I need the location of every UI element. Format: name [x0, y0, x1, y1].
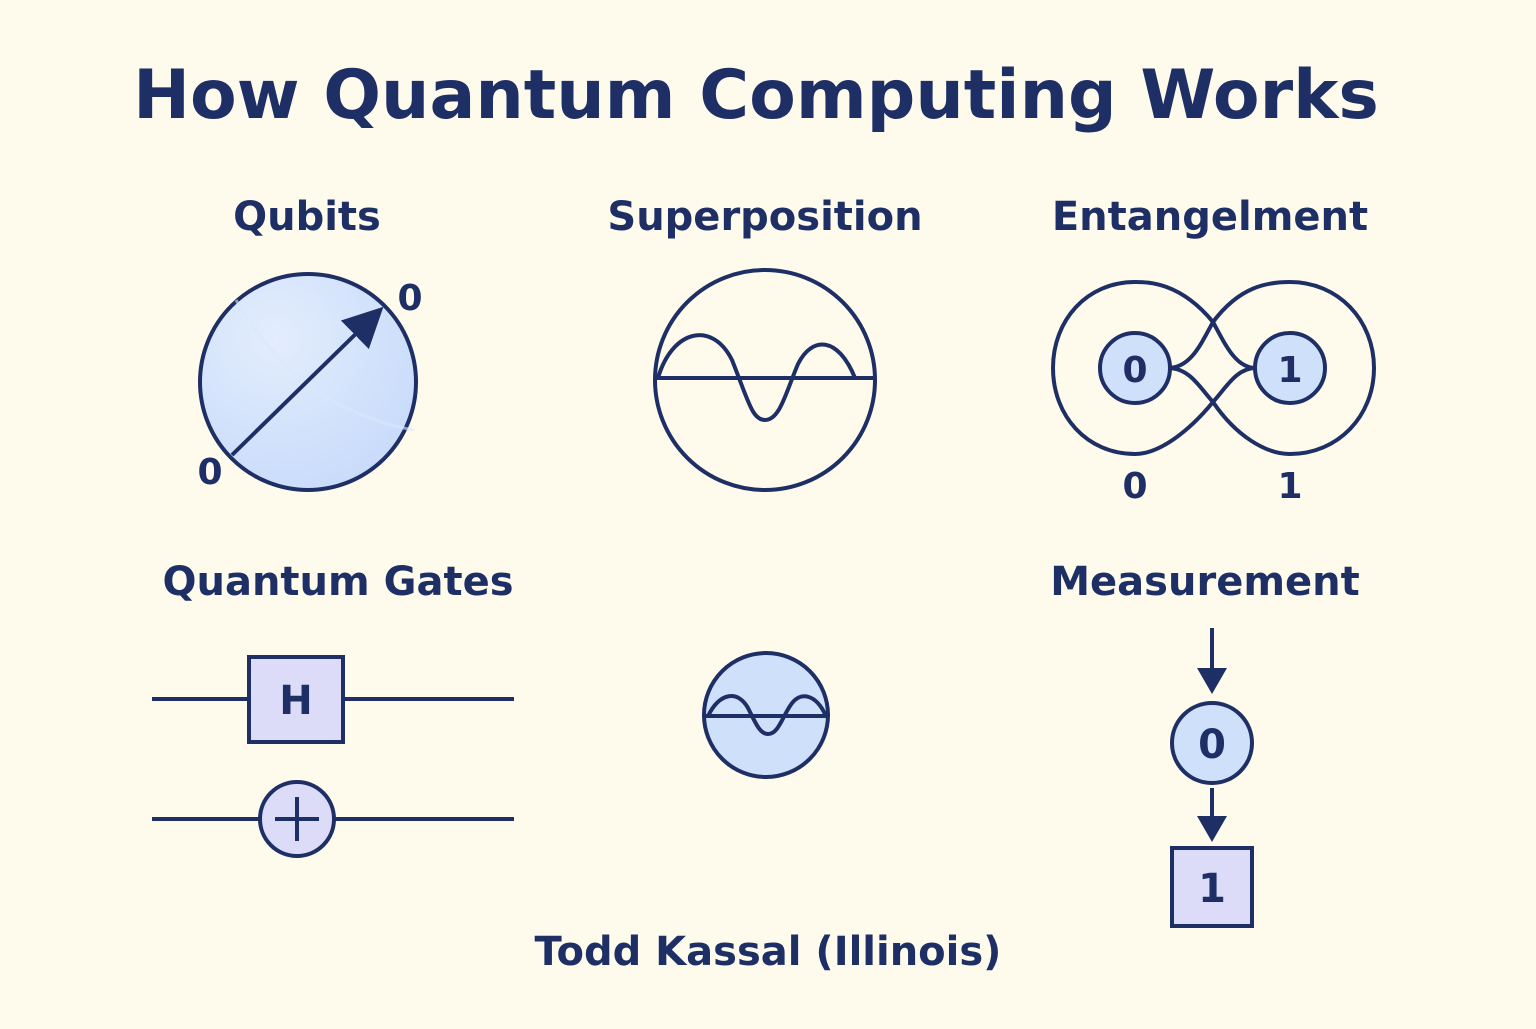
entangled-loops-icon	[1050, 279, 1377, 457]
page-title: How Quantum Computing Works	[133, 56, 1379, 135]
qubits-section: Qubits 0 0	[197, 194, 422, 493]
qubits-heading: Qubits	[233, 194, 381, 240]
entanglement-section: Entangelment 0 1 0 1	[1050, 194, 1377, 507]
gate-label: H	[279, 678, 312, 724]
measurement-result-box	[1170, 846, 1254, 928]
small-wave-icon	[702, 651, 830, 779]
qubit-top-label: 0	[397, 278, 422, 319]
measured-state-circle	[1170, 701, 1254, 785]
down-arrow-icon	[1197, 628, 1227, 694]
qubit-bottom-label: 0	[197, 452, 222, 493]
wave-circle-icon	[653, 268, 877, 492]
hadamard-gate-icon	[152, 655, 514, 744]
bloch-sphere-icon	[198, 272, 418, 492]
entangled-right-state: 1	[1277, 350, 1302, 391]
entangled-left-label: 0	[1122, 466, 1147, 507]
gates-heading: Quantum Gates	[162, 559, 513, 605]
measurement-section: Measurement 0 1	[1050, 559, 1360, 928]
measurement-heading: Measurement	[1050, 559, 1359, 605]
cnot-target-icon	[152, 780, 514, 858]
down-arrow-icon	[1197, 788, 1227, 842]
credit-text: Todd Kassal (Illinois)	[535, 929, 1002, 975]
superposition-heading: Superposition	[607, 194, 922, 240]
measurement-result: 1	[1198, 866, 1226, 912]
measured-state-label: 0	[1198, 722, 1226, 768]
entanglement-heading: Entangelment	[1052, 194, 1368, 240]
gates-section: Quantum Gates H	[152, 559, 514, 858]
entangled-left-state: 0	[1122, 350, 1147, 391]
superposition-section: Superposition	[607, 194, 923, 492]
entangled-right-label: 1	[1277, 466, 1302, 507]
